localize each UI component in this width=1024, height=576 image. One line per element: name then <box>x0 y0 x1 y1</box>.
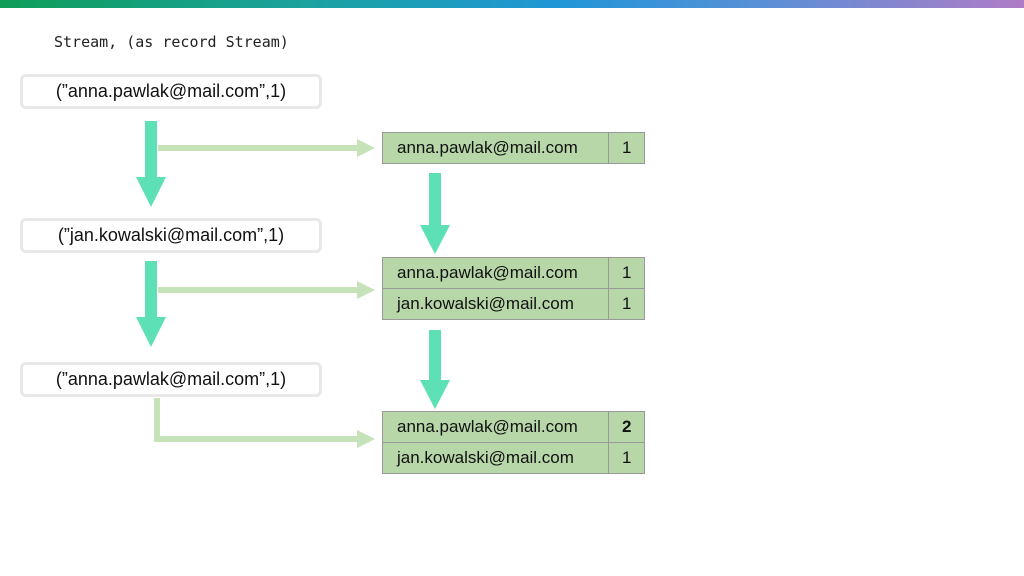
table-key: anna.pawlak@mail.com <box>381 132 610 164</box>
top-gradient-bar <box>0 0 1024 8</box>
state-table-3: anna.pawlak@mail.com 2 jan.kowalski@mail… <box>381 411 645 474</box>
stream-down-arrow-1 <box>136 121 166 207</box>
stream-event-3: (”anna.pawlak@mail.com”,1) <box>20 362 322 397</box>
stream-event-1: (”anna.pawlak@mail.com”,1) <box>20 74 322 109</box>
diagram-subtitle: Stream, (as record Stream) <box>54 33 289 51</box>
table-count: 1 <box>608 132 645 164</box>
state-table-1: anna.pawlak@mail.com 1 <box>381 132 645 164</box>
side-arrow-1 <box>158 139 375 157</box>
table-count: 1 <box>608 288 645 320</box>
table-key: anna.pawlak@mail.com <box>381 257 610 289</box>
table-key: jan.kowalski@mail.com <box>381 288 610 320</box>
table-key: anna.pawlak@mail.com <box>381 411 610 443</box>
stream-event-2: (”jan.kowalski@mail.com”,1) <box>20 218 322 253</box>
table-row: anna.pawlak@mail.com 1 <box>381 257 645 289</box>
table-count: 1 <box>608 257 645 289</box>
table-count: 1 <box>608 442 645 474</box>
state-table-2: anna.pawlak@mail.com 1 jan.kowalski@mail… <box>381 257 645 320</box>
side-arrow-2 <box>158 281 375 299</box>
stream-down-arrow-2 <box>136 261 166 347</box>
table-row: anna.pawlak@mail.com 2 <box>381 411 645 443</box>
table-row: jan.kowalski@mail.com 1 <box>381 288 645 320</box>
side-arrow-3 <box>154 398 375 448</box>
table-down-arrow-1 <box>420 173 450 254</box>
table-row: anna.pawlak@mail.com 1 <box>381 132 645 164</box>
table-key: jan.kowalski@mail.com <box>381 442 610 474</box>
table-count-updated: 2 <box>608 411 645 443</box>
table-row: jan.kowalski@mail.com 1 <box>381 442 645 474</box>
table-down-arrow-2 <box>420 330 450 409</box>
